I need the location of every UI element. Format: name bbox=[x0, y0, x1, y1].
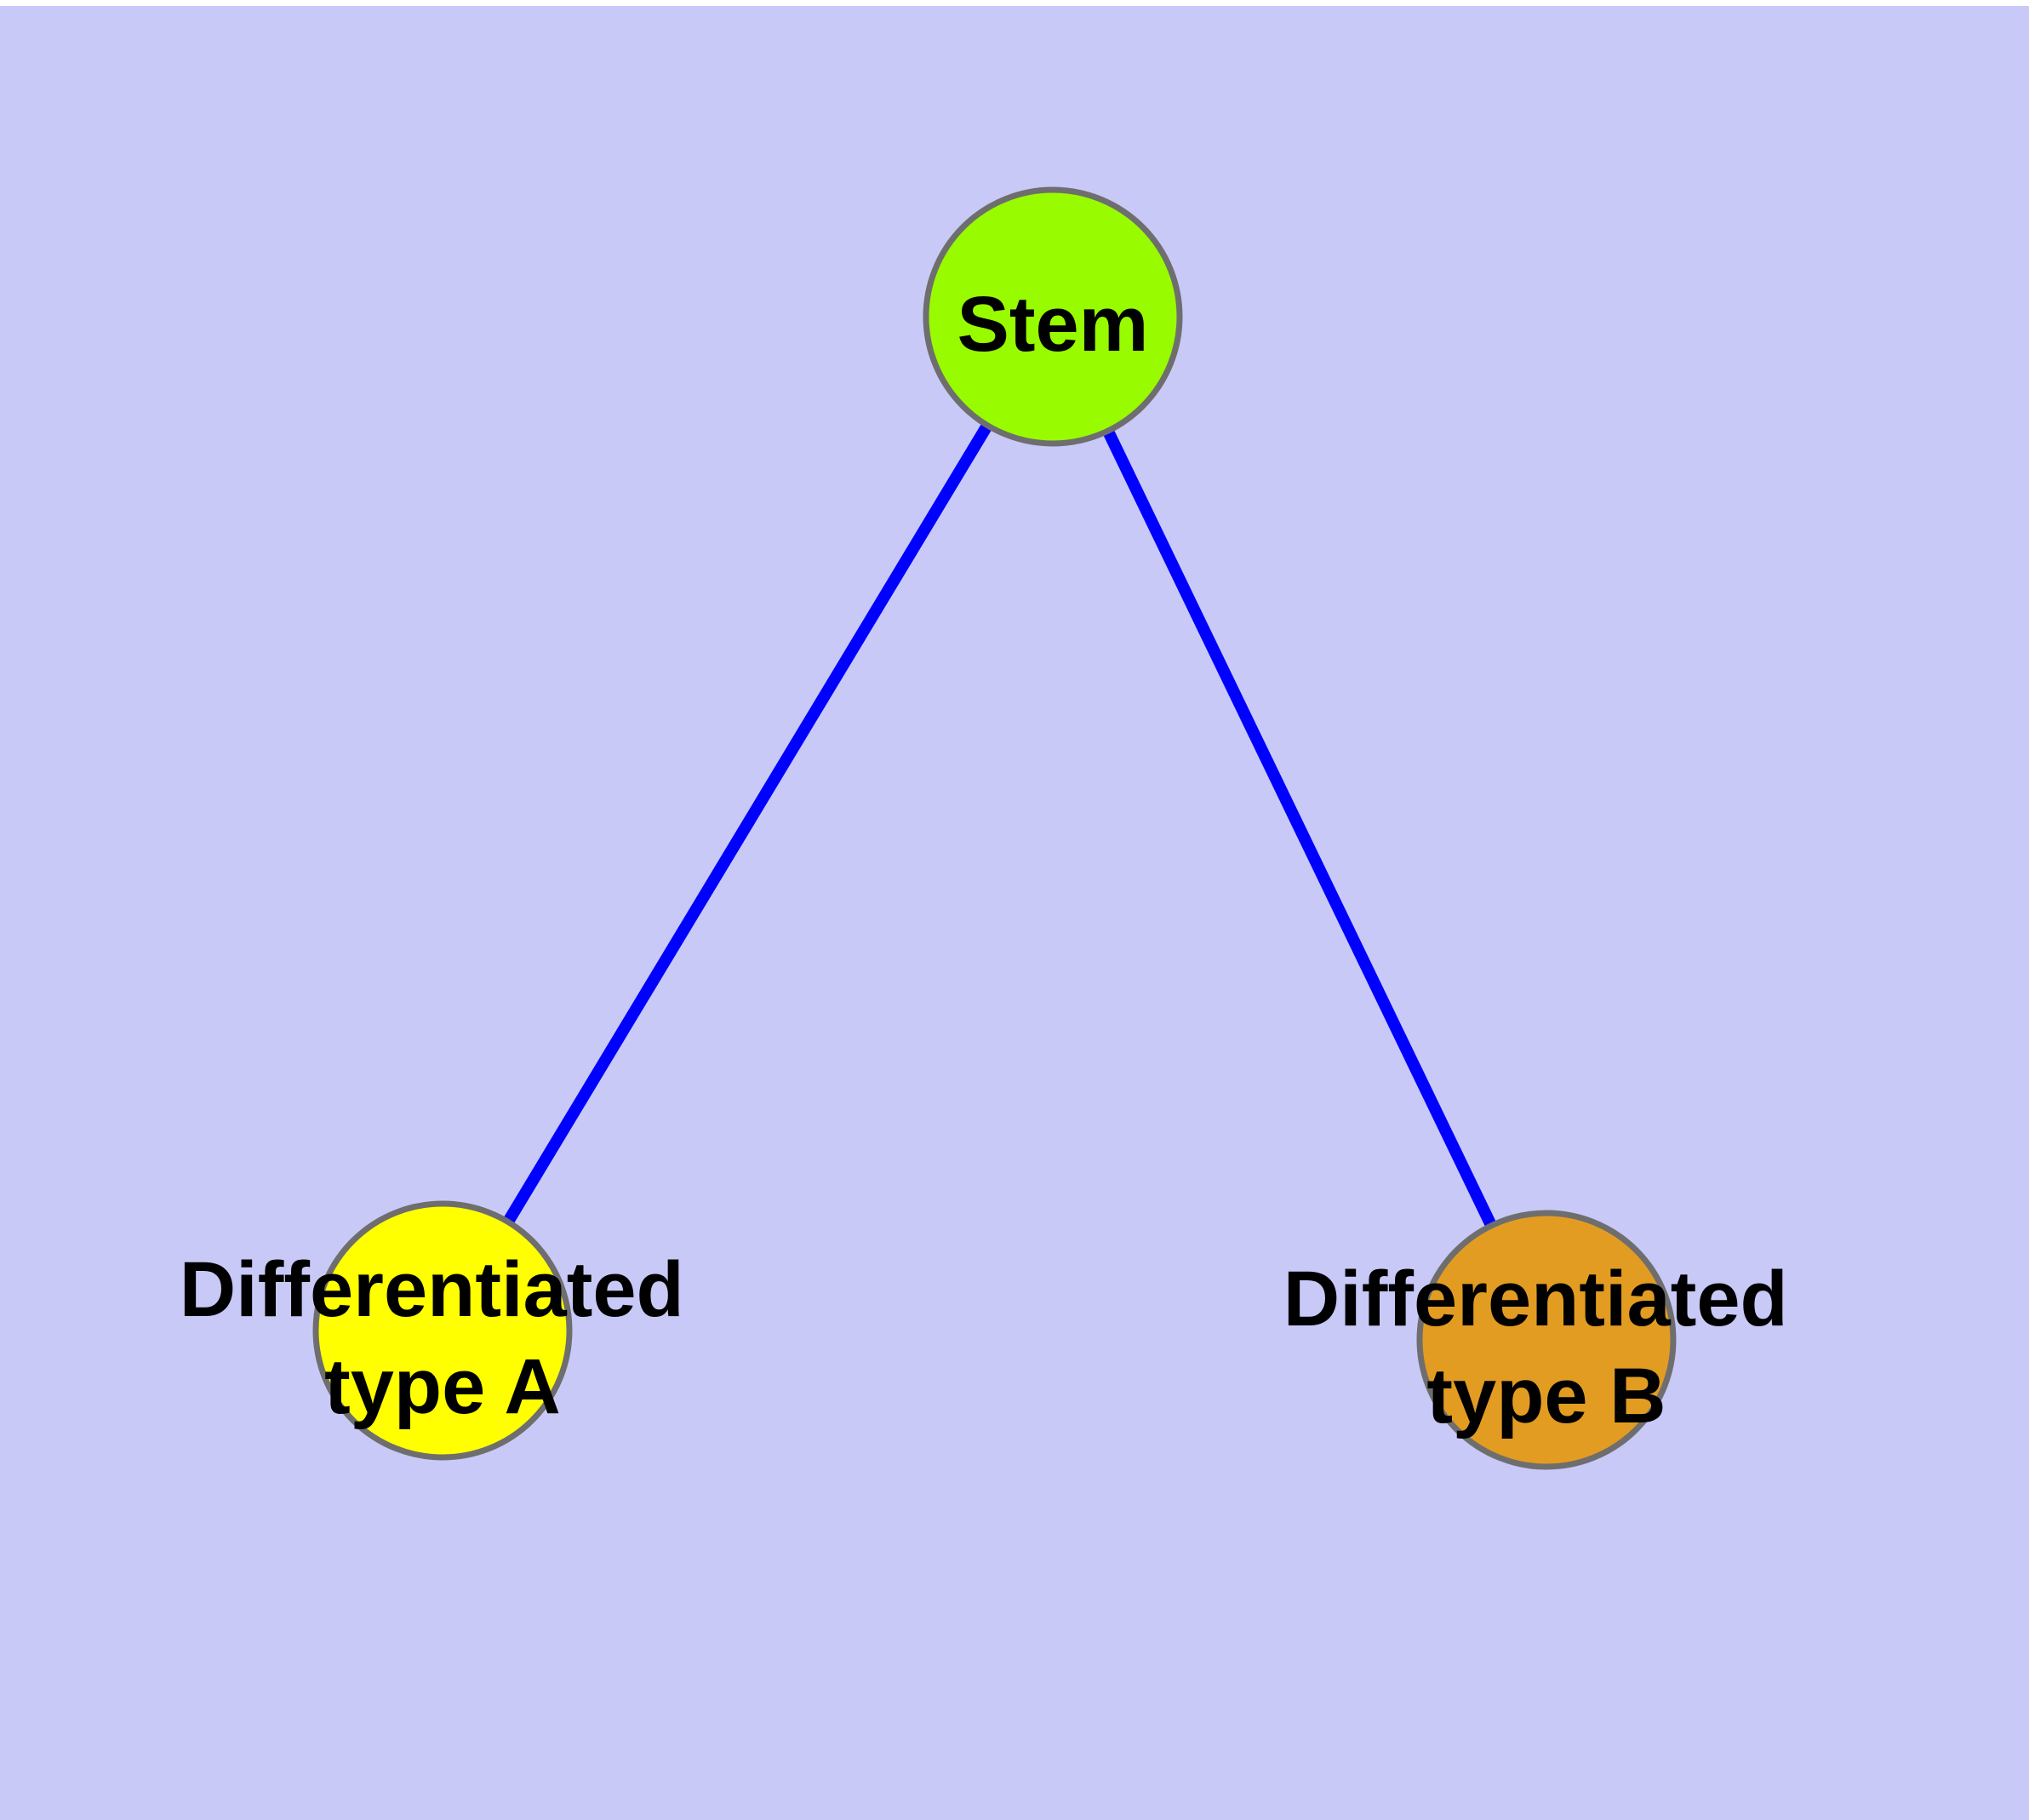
edge-stem-to-type-a bbox=[437, 313, 1058, 1334]
node-type-a-label: Differentiated type A bbox=[180, 1246, 706, 1430]
node-type-b-label: Differentiated type B bbox=[1283, 1256, 1810, 1439]
node-type-b-label-line2: type B bbox=[1426, 1353, 1666, 1439]
node-stem-label: Stem bbox=[957, 281, 1149, 368]
node-type-b-circle bbox=[1416, 1210, 1677, 1470]
node-type-b-label-line1: Differentiated bbox=[1283, 1256, 1788, 1342]
node-type-a-label-line1: Differentiated bbox=[180, 1246, 684, 1333]
node-type-a-label-line2: type A bbox=[324, 1343, 561, 1430]
figure-top-margin bbox=[0, 0, 2029, 6]
edge-stem-to-type-b bbox=[1047, 313, 1552, 1343]
node-type-a-circle bbox=[312, 1200, 573, 1461]
node-stem-circle bbox=[923, 186, 1183, 447]
